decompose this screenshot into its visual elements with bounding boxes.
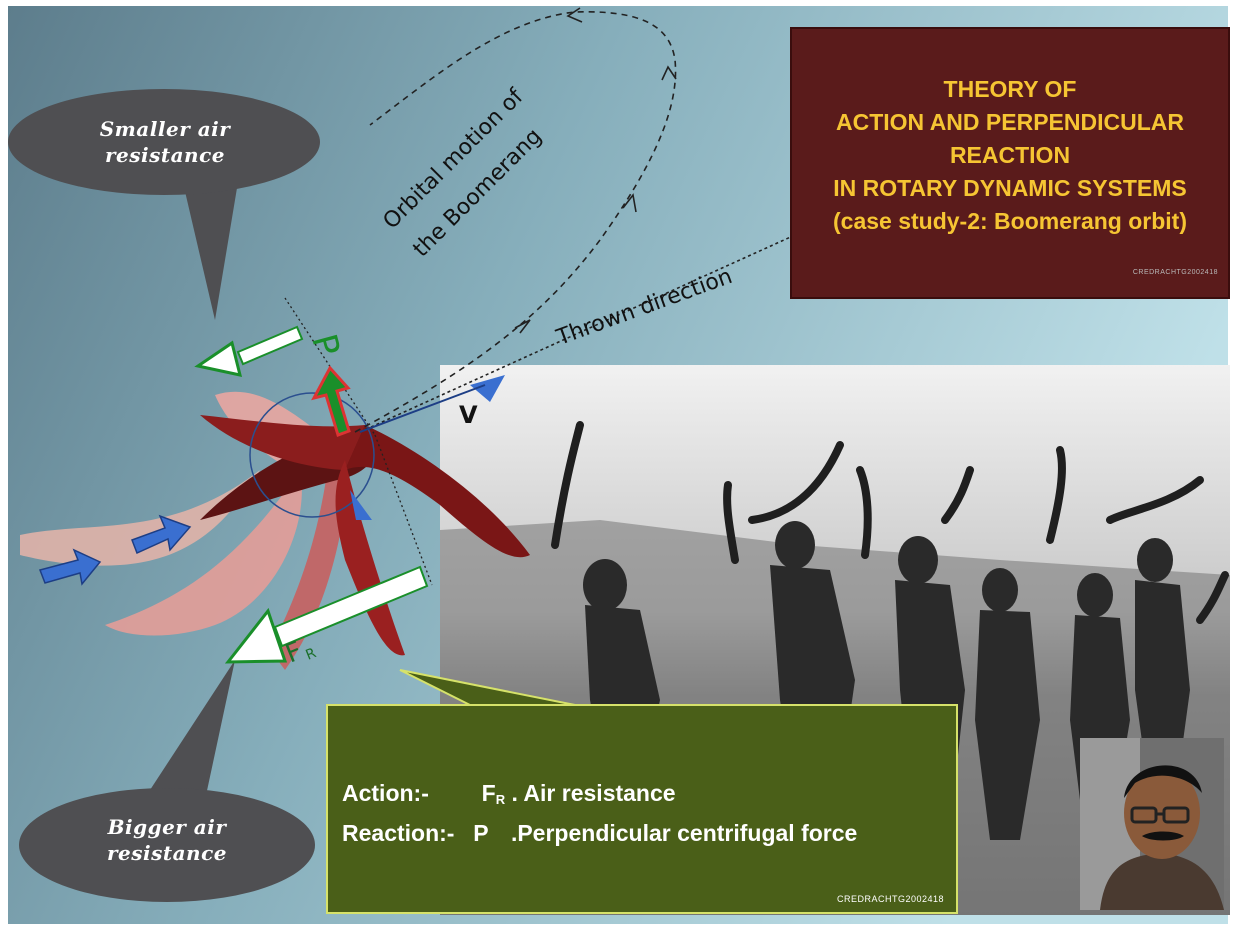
info-box: Action:- FR . Air resistance Reaction:- … xyxy=(326,704,958,914)
smaller-line2: resistance xyxy=(60,142,270,168)
title-line-4: IN ROTARY DYNAMIC SYSTEMS xyxy=(792,172,1228,205)
title-credit: CREDRACHTG2002418 xyxy=(1133,256,1218,289)
title-box: THEORY OF ACTION AND PERPENDICULAR REACT… xyxy=(790,27,1230,299)
title-line-2: ACTION AND PERPENDICULAR xyxy=(792,106,1228,139)
title-line-3: REACTION xyxy=(792,139,1228,172)
info-credit: CREDRACHTG2002418 xyxy=(837,894,944,904)
bigger-line1: Bigger air xyxy=(62,814,272,840)
author-portrait xyxy=(1080,738,1224,910)
smaller-line1: Smaller air xyxy=(60,116,270,142)
v-label: V xyxy=(459,401,478,429)
action-line: Action:- FR . Air resistance xyxy=(342,780,676,807)
reaction-line: Reaction:- P .Perpendicular centrifugal … xyxy=(342,820,857,847)
action-symbol: F xyxy=(482,780,496,806)
smaller-resistance-text: Smaller air resistance xyxy=(60,116,270,168)
action-symbol-sub: R xyxy=(496,792,505,807)
action-label: Action:- xyxy=(342,780,429,806)
reaction-symbol: P xyxy=(473,820,488,846)
reaction-text: .Perpendicular centrifugal force xyxy=(511,820,857,846)
title-line-1: THEORY OF xyxy=(792,73,1228,106)
bigger-resistance-text: Bigger air resistance xyxy=(62,814,272,866)
action-text: . Air resistance xyxy=(512,780,676,806)
reaction-label: Reaction:- xyxy=(342,820,454,846)
title-line-5: (case study-2: Boomerang orbit) xyxy=(792,205,1228,238)
bigger-line2: resistance xyxy=(62,840,272,866)
